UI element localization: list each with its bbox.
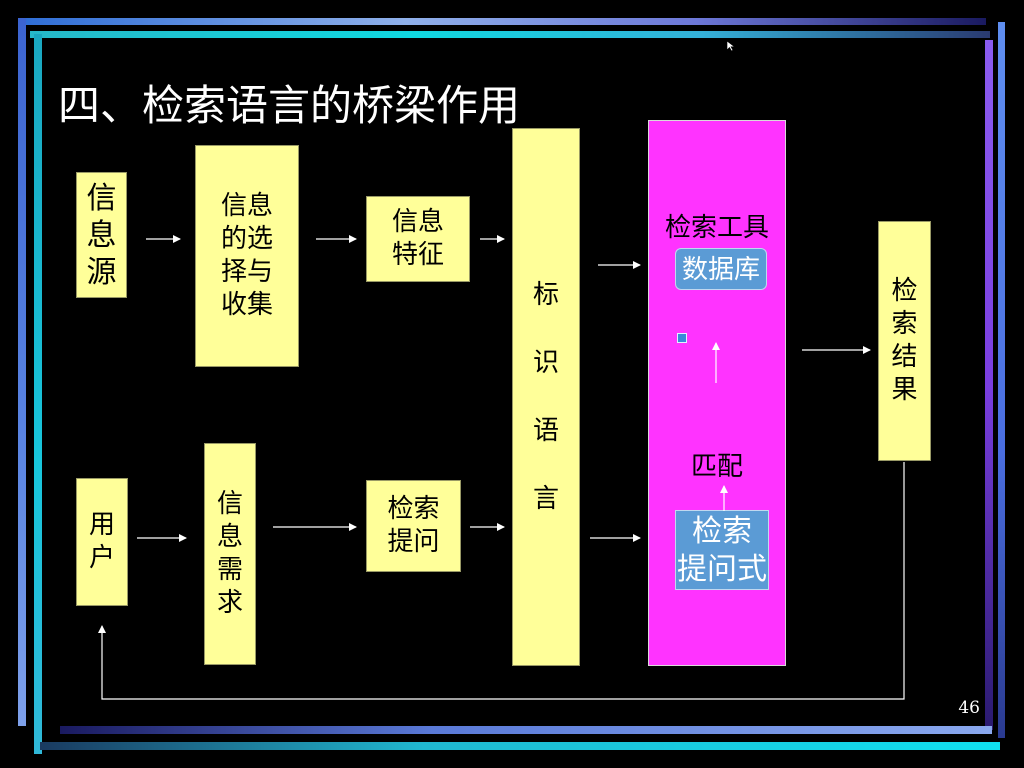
info-source-char: 息 [86, 217, 117, 253]
retrieval-tool-title: 检索工具 [664, 213, 769, 243]
result-char: 果 [891, 375, 918, 405]
need-char: 求 [216, 588, 243, 618]
frame-bar-top [18, 18, 986, 25]
index-language-box: 标 识 语 言 [512, 128, 580, 666]
frame-bar-left-inner [34, 34, 42, 754]
info-source-char: 源 [86, 254, 117, 290]
feedback-loop-line [98, 462, 905, 700]
result-char: 结 [891, 342, 918, 372]
user-char: 户 [88, 543, 115, 573]
selection-line: 择与 [220, 257, 273, 287]
page-number: 46 [958, 698, 980, 718]
features-line: 信息 [391, 207, 444, 237]
features-line: 特征 [391, 240, 444, 270]
question-line: 检索 [387, 494, 440, 524]
selection-collection-box: 信息 的选 择与 收集 [195, 145, 299, 367]
selection-line: 信息 [220, 191, 273, 221]
result-char: 检 [891, 276, 918, 306]
index-language-char: 言 [532, 484, 559, 514]
need-char: 信 [216, 489, 243, 519]
retrieval-tool-box: 检索工具 数据库 匹配 检索 提问式 [648, 120, 786, 666]
info-need-box: 信 息 需 求 [204, 443, 256, 665]
question-line: 提问 [387, 527, 440, 557]
index-language-char: 标 [532, 280, 559, 310]
search-question-box: 检索 提问 [366, 480, 461, 572]
frame-bar-right-inner [985, 40, 993, 730]
match-label: 匹配 [690, 452, 743, 482]
frame-bar-right [998, 22, 1005, 738]
index-language-char: 语 [532, 416, 559, 446]
need-char: 需 [216, 555, 243, 585]
query-line: 检索 [692, 514, 752, 549]
frame-bar-bottom-inner [60, 726, 992, 734]
need-char: 息 [216, 522, 243, 552]
frame-bar-left [18, 18, 26, 726]
selection-line: 收集 [220, 290, 273, 320]
info-features-box: 信息 特征 [366, 196, 470, 282]
database-box: 数据库 [675, 248, 767, 290]
frame-bar-top-inner [30, 31, 990, 38]
result-char: 索 [891, 309, 918, 339]
mouse-pointer-icon [726, 40, 736, 52]
frame-bar-bottom [40, 742, 1000, 750]
user-char: 用 [88, 510, 115, 540]
query-line: 提问式 [677, 552, 767, 587]
small-square-marker [677, 333, 687, 343]
search-query-box: 检索 提问式 [675, 510, 769, 590]
info-source-box: 信 息 源 [76, 172, 127, 298]
index-language-char: 识 [532, 348, 559, 378]
slide-title: 四、检索语言的桥梁作用 [58, 81, 521, 130]
user-box: 用 户 [76, 478, 128, 606]
info-source-char: 信 [86, 180, 117, 216]
selection-line: 的选 [220, 224, 273, 254]
search-results-box: 检 索 结 果 [878, 221, 931, 461]
